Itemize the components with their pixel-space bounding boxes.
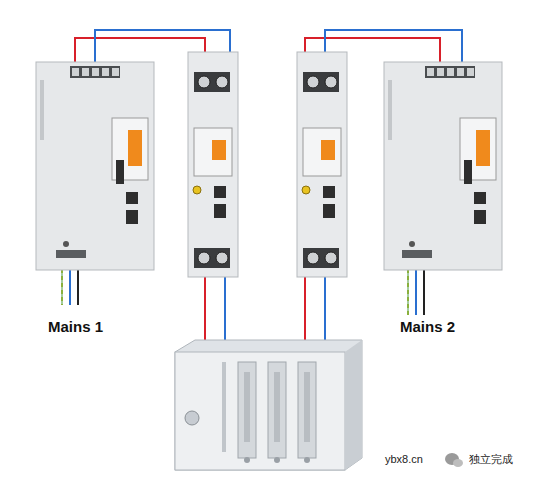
- mains-label: Mains 1: [48, 318, 103, 335]
- power-supply-1: [36, 62, 154, 270]
- wechat-icon: [445, 453, 463, 467]
- power-supply-2: [384, 62, 502, 270]
- watermark: ybx8.cn: [385, 453, 423, 465]
- redundancy-module-1: [188, 52, 238, 277]
- watermark: 独立完成: [469, 452, 513, 467]
- redundancy-module-2: [297, 52, 347, 277]
- plc-controller: [175, 340, 362, 470]
- mains-label: Mains 2: [400, 318, 455, 335]
